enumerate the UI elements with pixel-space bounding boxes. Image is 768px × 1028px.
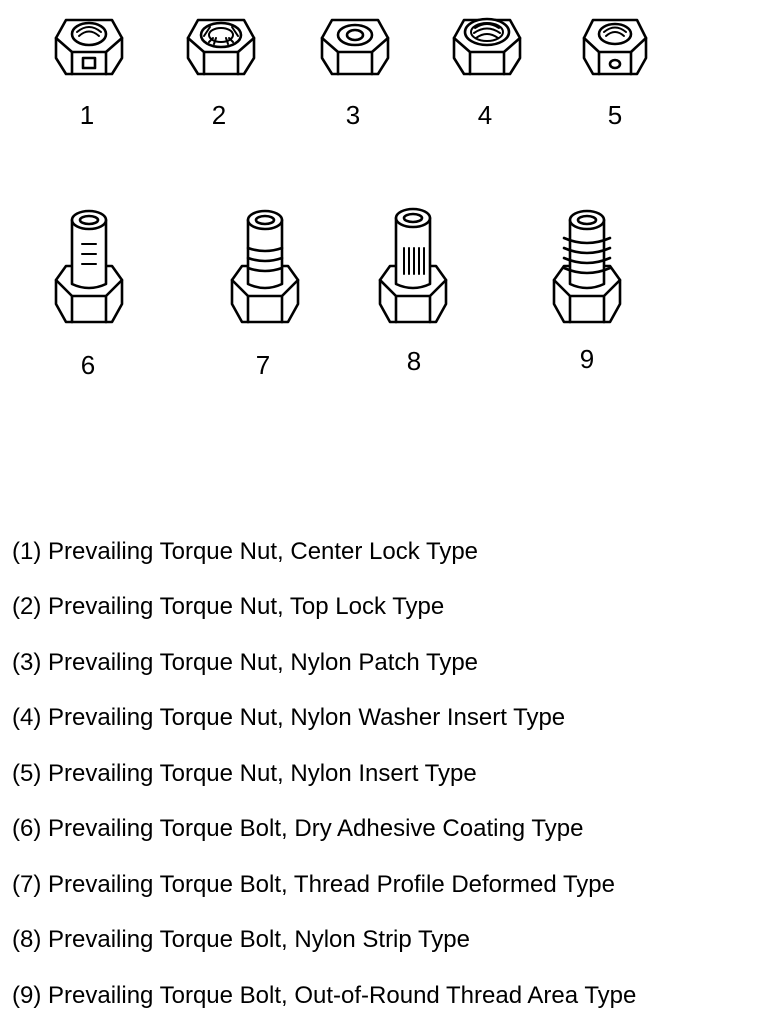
legend-item-6: (6) Prevailing Torque Bolt, Dry Adhesive… — [12, 815, 584, 842]
callout-4: 4 — [477, 100, 493, 130]
callout-1: 1 — [79, 100, 95, 130]
out-of-round-bolt-icon — [550, 208, 624, 326]
top-lock-nut-icon — [184, 14, 258, 78]
legend-item-2: (2) Prevailing Torque Nut, Top Lock Type — [12, 593, 445, 620]
nylon-patch-nut-icon — [318, 14, 392, 78]
legend-item-5: (5) Prevailing Torque Nut, Nylon Insert … — [12, 760, 477, 787]
legend-item-7: (7) Prevailing Torque Bolt, Thread Profi… — [12, 871, 615, 898]
center-lock-nut-icon — [52, 14, 126, 78]
nylon-strip-bolt-icon — [376, 206, 450, 326]
nylon-washer-insert-nut-icon — [450, 10, 524, 78]
callout-6: 6 — [80, 350, 96, 380]
callout-5: 5 — [607, 100, 623, 130]
callout-7: 7 — [255, 350, 271, 380]
legend-item-8: (8) Prevailing Torque Bolt, Nylon Strip … — [12, 926, 471, 953]
nylon-insert-nut-icon — [580, 14, 650, 78]
callout-9: 9 — [579, 344, 595, 374]
callout-8: 8 — [406, 346, 422, 376]
legend-item-3: (3) Prevailing Torque Nut, Nylon Patch T… — [12, 649, 479, 676]
legend-item-1: (1) Prevailing Torque Nut, Center Lock T… — [12, 538, 479, 565]
legend-item-4: (4) Prevailing Torque Nut, Nylon Washer … — [12, 704, 566, 731]
dry-adhesive-bolt-icon — [52, 208, 126, 326]
callout-2: 2 — [211, 100, 227, 130]
thread-deformed-bolt-icon — [228, 208, 302, 326]
callout-3: 3 — [345, 100, 361, 130]
legend-item-9: (9) Prevailing Torque Bolt, Out-of-Round… — [12, 982, 637, 1009]
